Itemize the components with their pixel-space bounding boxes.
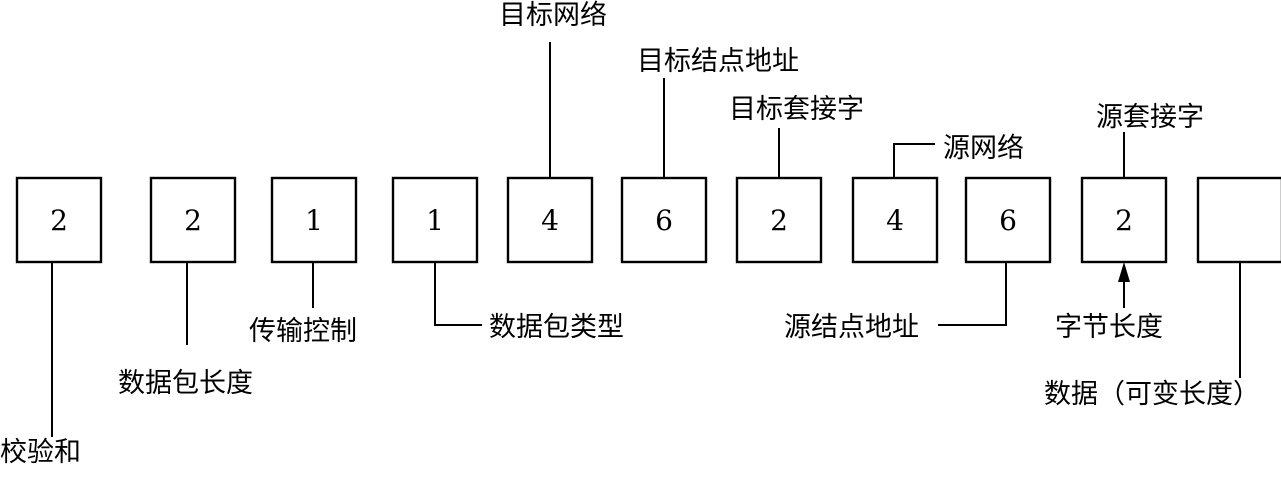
label-dest-network: 目标网络 <box>499 0 607 31</box>
field-value-source-socket: 2 <box>1115 204 1133 237</box>
field-value-checksum: 2 <box>50 204 68 237</box>
label-packet-type: 数据包类型 <box>489 312 624 343</box>
field-box-dest-node <box>620 176 708 264</box>
label-data: 数据（可变长度） <box>1044 379 1260 410</box>
label-dest-socket: 目标套接字 <box>729 94 864 125</box>
field-box-packet-length <box>149 176 237 264</box>
field-value-transport-control: 1 <box>305 204 323 237</box>
field-value-source-node: 6 <box>999 204 1017 237</box>
field-box-checksum <box>15 176 103 264</box>
field-box-dest-network <box>506 176 594 264</box>
field-box-transport-control <box>270 176 358 264</box>
label-transport-control: 传输控制 <box>249 316 357 347</box>
field-value-packet-length: 2 <box>184 204 202 237</box>
source-network-leader <box>893 143 935 178</box>
label-source-socket: 源套接字 <box>1096 102 1204 133</box>
field-box-source-network <box>851 176 939 264</box>
field-value-dest-node: 6 <box>655 204 673 237</box>
field-value-packet-type: 1 <box>426 204 444 237</box>
label-dest-node: 目标结点地址 <box>637 46 799 77</box>
label-byte-length: 字节长度 <box>1055 312 1163 343</box>
label-checksum: 校验和 <box>0 437 81 468</box>
field-box-data <box>1196 176 1281 264</box>
packet-type-leader <box>434 262 482 326</box>
source-node-leader <box>938 262 1007 326</box>
label-source-network: 源网络 <box>943 133 1024 164</box>
field-box-dest-socket <box>735 176 823 264</box>
field-value-dest-network: 4 <box>541 204 559 237</box>
label-packet-length: 数据包长度 <box>118 368 253 399</box>
field-box-packet-type <box>391 176 479 264</box>
field-value-dest-socket: 2 <box>770 204 788 237</box>
field-box-source-socket <box>1080 176 1168 264</box>
label-source-node: 源结点地址 <box>784 312 919 343</box>
byte-length-arrowhead <box>1118 262 1130 282</box>
field-value-source-network: 4 <box>886 204 904 237</box>
field-box-source-node <box>964 176 1052 264</box>
